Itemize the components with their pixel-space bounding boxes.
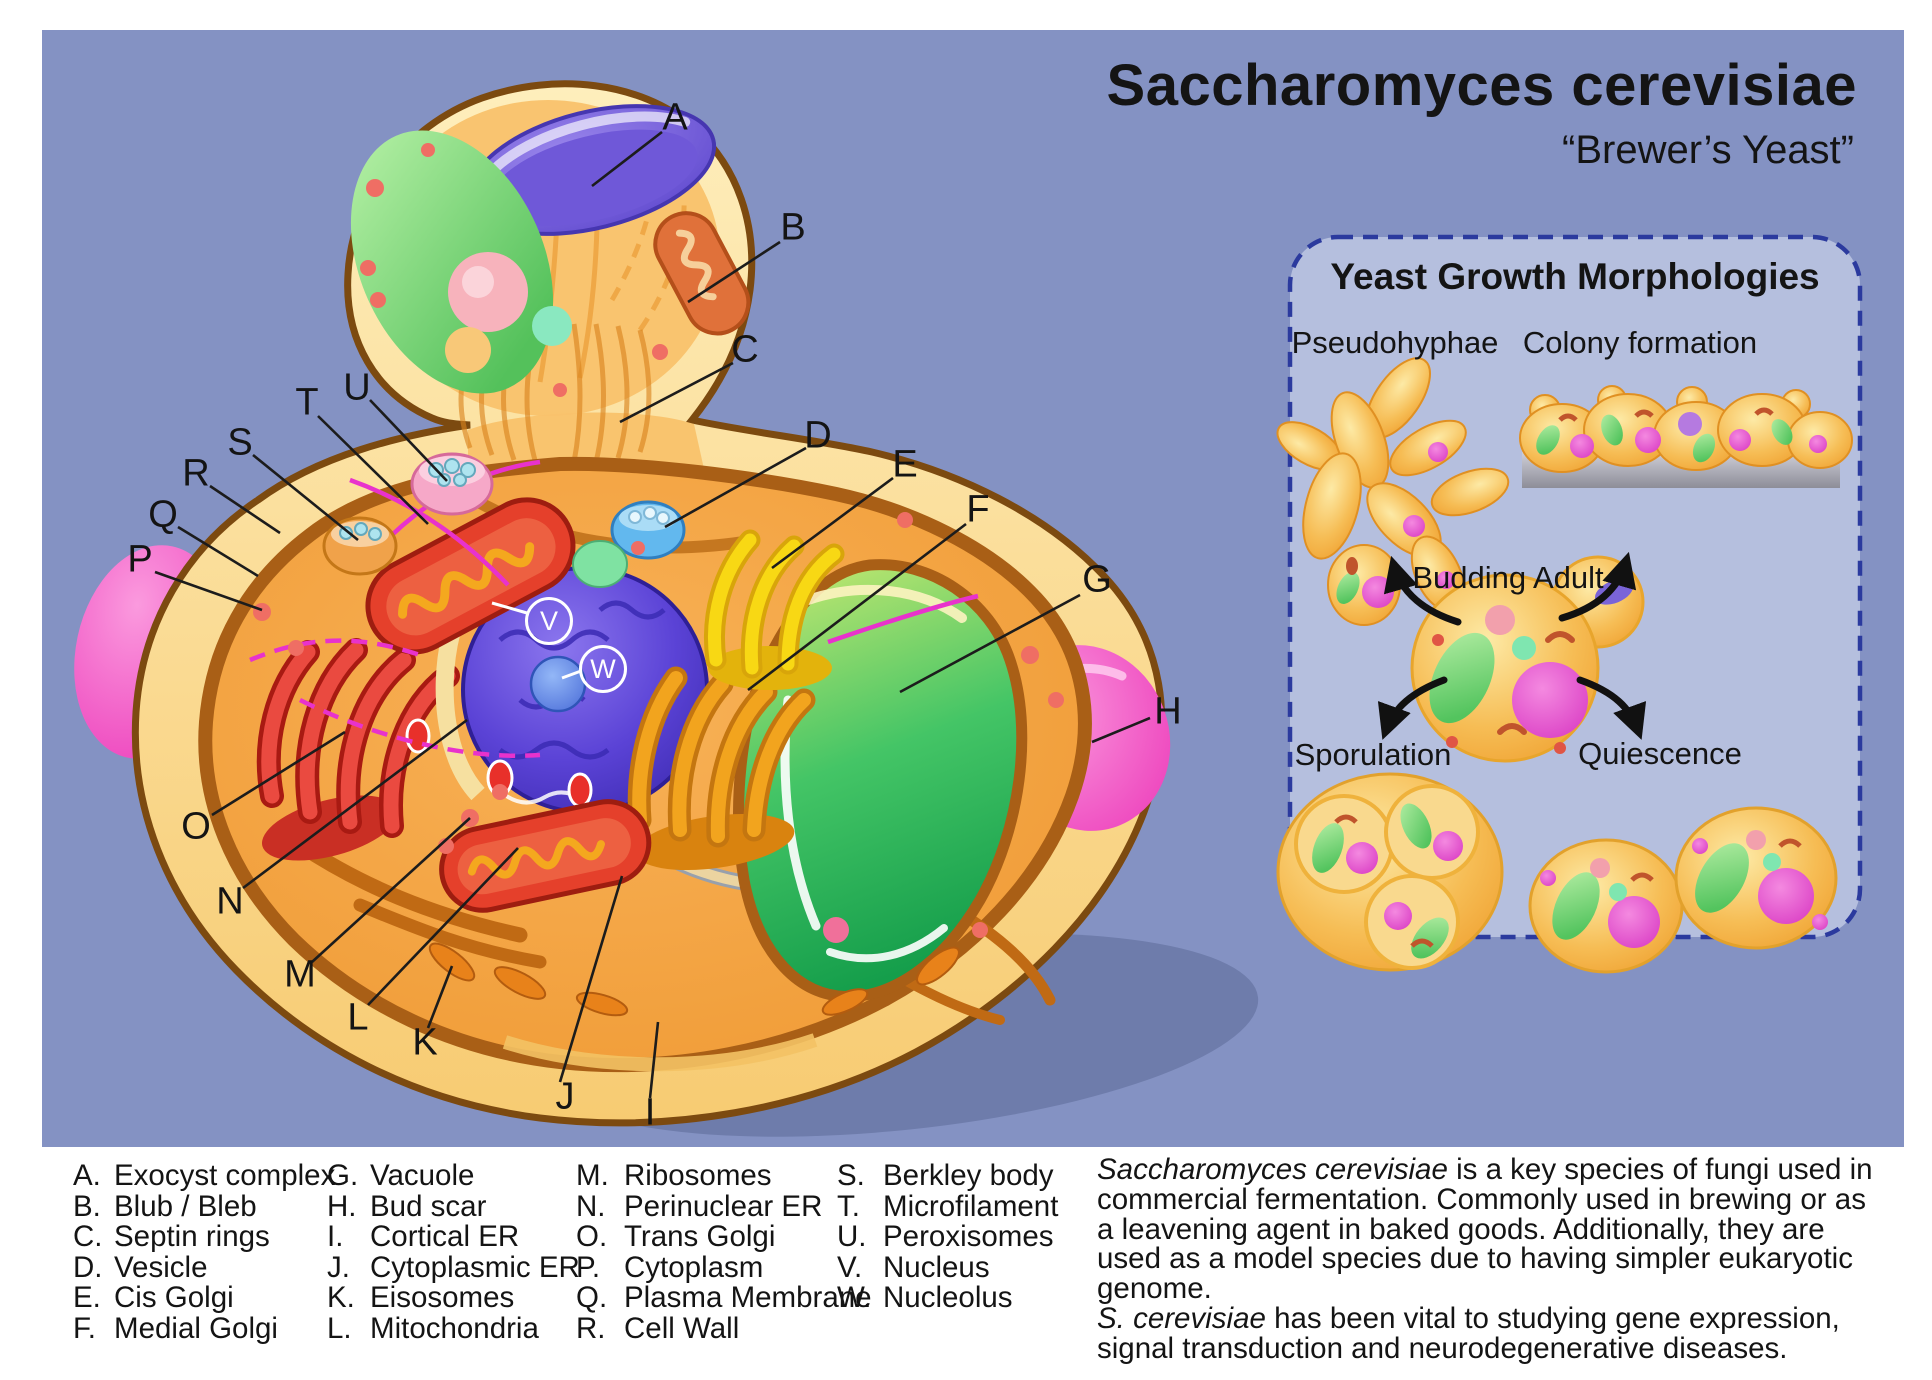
callout-K: K xyxy=(412,1021,438,1064)
legend-item: T.Microfilament xyxy=(837,1189,1059,1223)
bud-pink-highlight xyxy=(462,266,494,298)
callout-R: R xyxy=(182,452,210,495)
callout-B: B xyxy=(780,206,806,249)
label-sporulation: Sporulation xyxy=(1294,737,1452,772)
legend-column-1: A.Exocyst complex B.Blub / Bleb C.Septin… xyxy=(73,1159,336,1345)
callout-Q: Q xyxy=(148,493,178,536)
colony-art xyxy=(1519,385,1853,488)
legend-item: D.Vesicle xyxy=(73,1250,208,1284)
species-name-italic: Saccharomyces cerevisiae xyxy=(1097,1153,1448,1186)
cis-golgi xyxy=(703,529,845,690)
legend-item: B.Blub / Bleb xyxy=(73,1189,257,1223)
pseudohyphae-art xyxy=(1276,357,1510,626)
callout-H: H xyxy=(1154,690,1182,733)
legend-item: M.Ribosomes xyxy=(576,1159,772,1192)
sporulation-art xyxy=(1276,772,1504,972)
legend-item: P.Cytoplasm xyxy=(576,1250,764,1284)
legend-item: G.Vacuole xyxy=(327,1159,475,1192)
yeast-cell xyxy=(74,80,1171,1127)
cycle-arrows xyxy=(1377,551,1647,740)
label-budding-adult: Budding Adult xyxy=(1412,560,1604,595)
nucleolus xyxy=(529,655,587,713)
species-abbrev-italic: S. cerevisiae xyxy=(1097,1301,1266,1335)
callout-S: S xyxy=(227,421,253,464)
legend-item: E.Cis Golgi xyxy=(73,1281,234,1315)
callout-W-nucleolus: W xyxy=(579,645,627,693)
vesicle-pods xyxy=(405,718,593,808)
page-title: Saccharomyces cerevisiae xyxy=(1106,53,1857,118)
leader-lines xyxy=(154,130,1151,1099)
callout-I: I xyxy=(644,1091,656,1134)
callout-E: E xyxy=(892,443,918,486)
page-subtitle: “Brewer’s Yeast” xyxy=(1562,128,1854,172)
callout-L: L xyxy=(347,996,369,1039)
septin-rings xyxy=(458,323,652,465)
callout-V-nucleus: V xyxy=(525,597,573,645)
legend-item: O.Trans Golgi xyxy=(576,1220,776,1254)
legend-item: L.Mitochondria xyxy=(327,1311,539,1345)
callout-A: A xyxy=(662,96,688,139)
ribosomes xyxy=(253,512,1064,938)
legend-item: S.Berkley body xyxy=(837,1159,1054,1192)
label-quiescence: Quiescence xyxy=(1578,736,1742,771)
legend-column-4: S.Berkley body T.Microfilament U.Peroxis… xyxy=(837,1159,1059,1315)
legend-item: W.Nucleolus xyxy=(837,1281,1013,1315)
legend-item: I.Cortical ER xyxy=(327,1220,520,1254)
berkley-body xyxy=(322,516,398,576)
label-pseudohyphae: Pseudohyphae xyxy=(1291,325,1499,360)
callout-J: J xyxy=(555,1075,575,1118)
morphology-panel-art xyxy=(1276,234,1863,974)
nucleus-pointer-lines xyxy=(491,601,582,680)
eisosomes xyxy=(428,942,960,1017)
legend-item: Q.Plasma Membrane xyxy=(576,1281,872,1315)
callout-U: U xyxy=(343,366,371,409)
quiescence-art xyxy=(1528,806,1838,974)
legend-item: K.Eisosomes xyxy=(327,1281,515,1315)
callout-D: D xyxy=(804,414,832,457)
mitochondrion-lower xyxy=(439,799,652,913)
legend-item: N.Perinuclear ER xyxy=(576,1189,823,1223)
label-colony-formation: Colony formation xyxy=(1522,325,1758,360)
legend-item: J.Cytoplasmic ER xyxy=(327,1250,580,1284)
bud-ribosomes xyxy=(360,143,668,397)
medial-golgi xyxy=(627,666,816,871)
mitochondrion-upper xyxy=(365,497,576,655)
legend-item: A.Exocyst complex xyxy=(73,1159,336,1192)
bud-teal-vesicle xyxy=(532,306,572,346)
legend-item: R.Cell Wall xyxy=(576,1311,740,1345)
bud-mitochondrion xyxy=(653,211,751,336)
description-paragraph: Saccharomyces cerevisiae is a key specie… xyxy=(1097,1153,1873,1365)
callout-G: G xyxy=(1082,558,1112,601)
callout-N: N xyxy=(216,880,244,923)
legend-item: V.Nucleus xyxy=(837,1250,990,1284)
callout-M: M xyxy=(284,953,316,996)
callout-O: O xyxy=(181,805,211,848)
legend-item: H.Bud scar xyxy=(327,1189,487,1223)
cortical-er xyxy=(502,1033,818,1072)
callout-C: C xyxy=(731,328,759,371)
vesicle xyxy=(610,500,686,560)
panel-title: Yeast Growth Morphologies xyxy=(1330,256,1820,297)
callout-F: F xyxy=(966,488,990,531)
legend-item: F.Medial Golgi xyxy=(73,1311,278,1345)
legend-item: U.Peroxisomes xyxy=(837,1220,1054,1254)
callout-P: P xyxy=(127,538,153,581)
legend-item: C.Septin rings xyxy=(73,1220,270,1254)
peroxisome xyxy=(410,452,494,516)
teal-vesicle xyxy=(572,540,628,588)
callout-T: T xyxy=(295,381,319,424)
legend-column-2: G.Vacuole H.Bud scar I.Cortical ER J.Cyt… xyxy=(327,1159,580,1345)
bud-orange-sphere xyxy=(445,327,491,373)
legend-column-3: M.Ribosomes N.Perinuclear ER O.Trans Gol… xyxy=(576,1159,872,1345)
